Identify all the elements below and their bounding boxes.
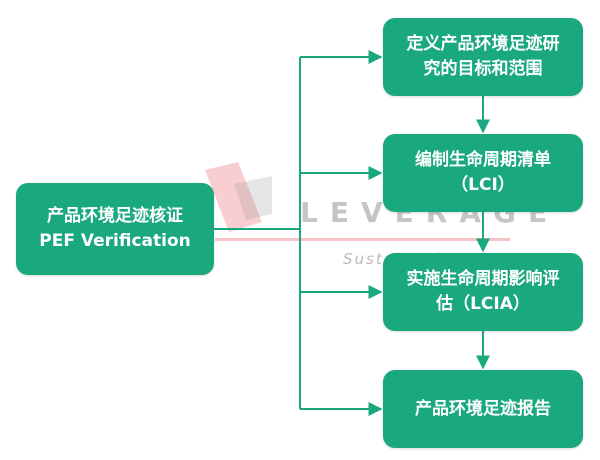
step-node-lcia: 实施生命周期影响评 估（LCIA） [383,253,583,331]
step-node-report: 产品环境足迹报告 [383,370,583,448]
step-label-line2: 究的目标和范围 [423,59,543,79]
step-label-line1: 实施生命周期影响评 [406,269,560,289]
step-node-goal-scope: 定义产品环境足迹研 究的目标和范围 [383,18,583,96]
root-node-title: 产品环境足迹核证 [47,206,183,226]
step-label-line2: （LCI） [451,175,515,195]
root-node-pef-verification: 产品环境足迹核证 PEF Verification [16,183,214,275]
step-label-line1: 编制生命周期清单 [415,150,551,170]
root-node-subtitle: PEF Verification [39,231,191,251]
step-label-line2: 估（LCIA） [436,294,530,314]
step-label-line1: 定义产品环境足迹研 [406,34,560,54]
watermark-red-shape [205,162,262,232]
watermark-gray-shape [234,176,272,220]
watermark-red-underline [215,238,510,241]
step-node-lci: 编制生命周期清单 （LCI） [383,134,583,212]
step-label-line1: 产品环境足迹报告 [415,398,551,419]
